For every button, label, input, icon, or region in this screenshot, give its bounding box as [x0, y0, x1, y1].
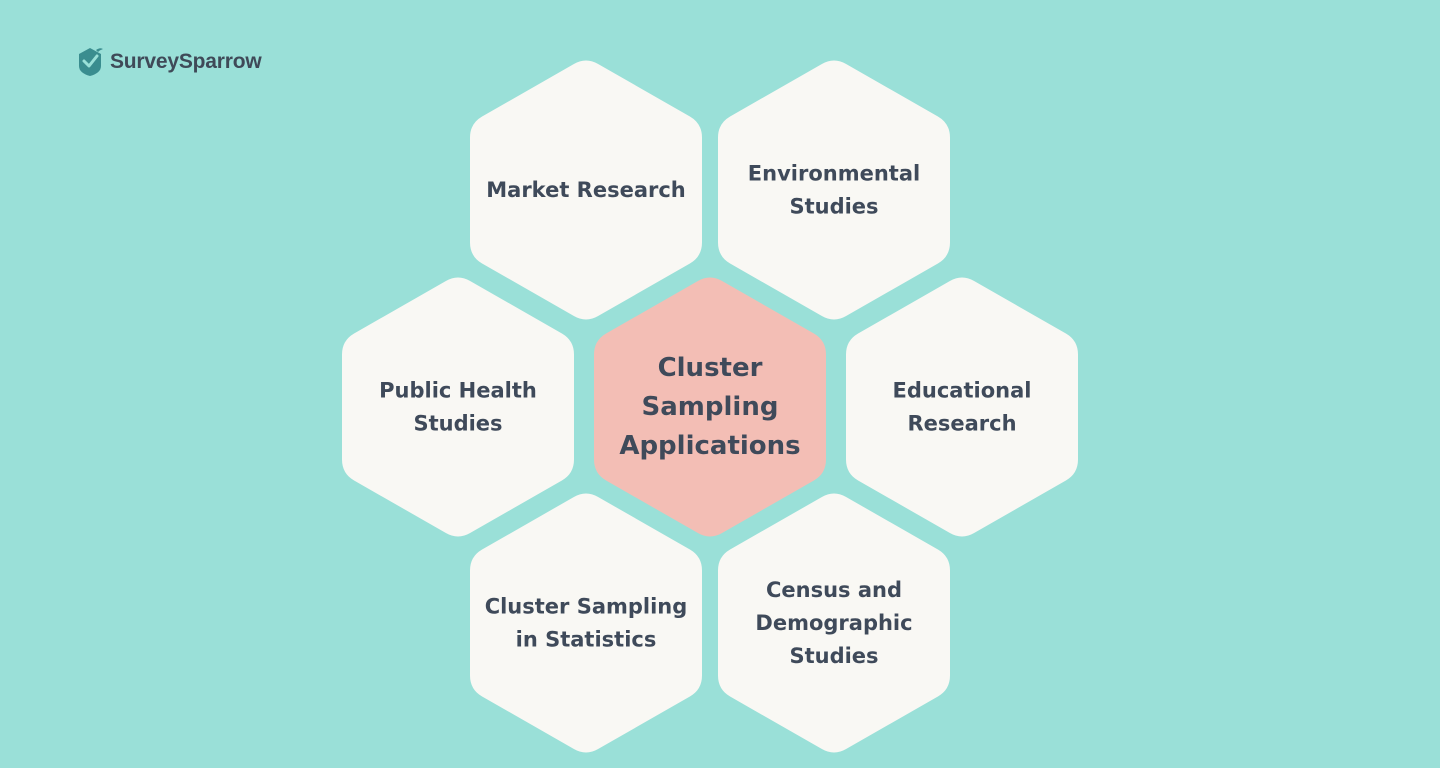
hex-label-educational-research-line-2: Research: [907, 412, 1016, 436]
hex-label-environmental-studies-line-2: Studies: [789, 195, 878, 219]
hex-label-cluster-sampling-in-statistics-line-2: in Statistics: [516, 628, 657, 652]
hex-label-center-line-1: Cluster: [658, 353, 763, 383]
brand-name: SurveySparrow: [110, 50, 262, 73]
hex-label-environmental-studies-line-1: Environmental: [748, 162, 920, 186]
hex-node-cluster-sampling-in-statistics: Cluster Sampling in Statistics: [470, 493, 702, 753]
surveysparrow-logo-icon: [79, 48, 103, 76]
hex-node-market-research: Market Research: [470, 60, 702, 320]
hex-shape-census-and-demographic-studies: [718, 493, 950, 753]
hex-label-center-line-3: Applications: [619, 431, 800, 461]
hex-label-cluster-sampling-in-statistics-line-1: Cluster Sampling: [485, 595, 688, 619]
hex-label-census-and-demographic-studies-line-2: Demographic: [755, 611, 912, 635]
hex-shape-educational-research: [846, 277, 1078, 537]
hex-shape-public-health-studies: [342, 277, 574, 537]
hex-shape-environmental-studies: [718, 60, 950, 320]
hex-label-census-and-demographic-studies-line-1: Census and: [766, 578, 902, 602]
hex-label-educational-research-line-1: Educational: [893, 379, 1032, 403]
hex-label-public-health-studies-line-2: Studies: [413, 412, 502, 436]
hex-label-market-research-line-1: Market Research: [486, 178, 686, 202]
hex-label-public-health-studies-line-1: Public Health: [379, 379, 537, 403]
brand-logo[interactable]: SurveySparrow: [76, 44, 262, 80]
hex-label-center-line-2: Sampling: [642, 392, 779, 422]
hex-label-census-and-demographic-studies-line-3: Studies: [789, 644, 878, 668]
hex-shape-cluster-sampling-in-statistics: [470, 493, 702, 753]
hex-shape-market-research: [470, 60, 702, 320]
hex-shape-center: [594, 277, 826, 537]
